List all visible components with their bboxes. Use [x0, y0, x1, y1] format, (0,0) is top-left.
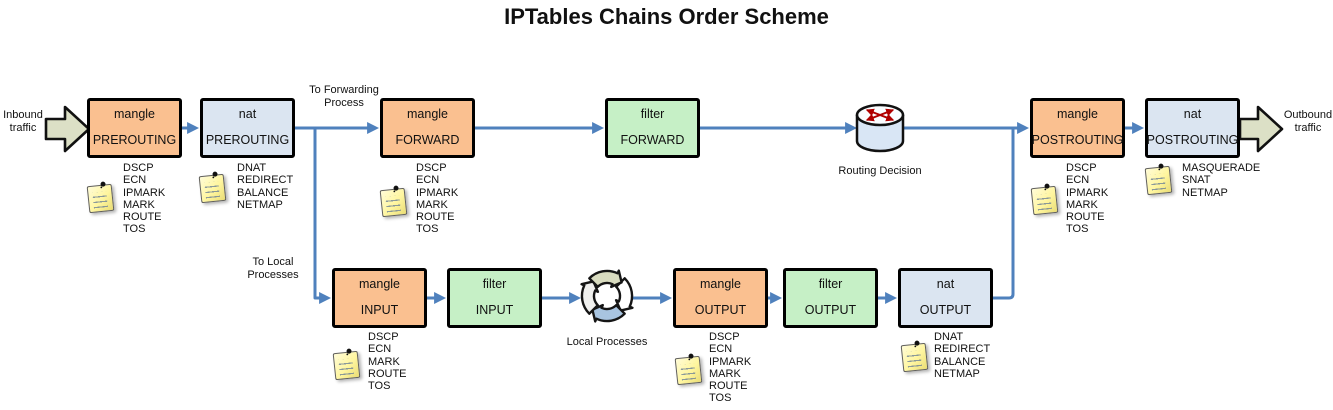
connector-branch-to-local-input	[313, 128, 332, 304]
note-mangle-output-targets: DSCP ECN IPMARK MARK ROUTE TOS	[709, 331, 752, 405]
box-mangle-input: mangle INPUT	[332, 268, 427, 328]
box-table-label: mangle	[359, 277, 400, 291]
sticky-note-icon	[86, 183, 115, 214]
outbound-traffic-label: Outbound traffic	[1283, 109, 1333, 134]
to-local-processes-label: To Local Processes	[247, 256, 299, 281]
box-chain-label: FORWARD	[620, 133, 685, 147]
box-table-label: mangle	[114, 107, 155, 121]
box-table-label: nat	[936, 277, 955, 291]
box-mangle-postrouting: mangle POSTROUTING	[1030, 98, 1125, 158]
inbound-traffic-arrow	[44, 105, 91, 153]
box-mangle-forward: mangle FORWARD	[380, 98, 475, 158]
note-mangle-postrouting-targets: DSCP ECN IPMARK MARK ROUTE TOS	[1066, 162, 1109, 236]
box-chain-label: OUTPUT	[804, 303, 857, 317]
sticky-note-icon	[900, 342, 929, 373]
inbound-traffic-label: Inbound traffic	[3, 109, 43, 134]
routing-decision-label: Routing Decision	[838, 165, 922, 177]
box-table-label: nat	[1183, 107, 1202, 121]
box-table-label: mangle	[407, 107, 448, 121]
box-table-label: filter	[640, 107, 665, 121]
box-mangle-output: mangle OUTPUT	[673, 268, 768, 328]
box-chain-label: OUTPUT	[919, 303, 972, 317]
box-mangle-prerouting: mangle PREROUTING	[87, 98, 182, 158]
box-filter-forward: filter FORWARD	[605, 98, 700, 158]
sticky-note-icon	[379, 187, 408, 218]
box-chain-label: POSTROUTING	[1031, 133, 1124, 147]
outbound-traffic-arrow	[1238, 105, 1284, 153]
box-nat-postrouting: nat POSTROUTING	[1145, 98, 1240, 158]
box-table-label: filter	[482, 277, 507, 291]
to-forwarding-process-label: To Forwarding Process	[309, 84, 379, 109]
sticky-note-icon	[674, 355, 703, 386]
box-chain-label: POSTROUTING	[1146, 133, 1239, 147]
box-filter-output: filter OUTPUT	[783, 268, 878, 328]
note-mangle-input-targets: DSCP ECN MARK ROUTE TOS	[368, 331, 407, 393]
sticky-note-icon	[332, 350, 361, 381]
note-mangle-prerouting-targets: DSCP ECN IPMARK MARK ROUTE TOS	[123, 162, 166, 236]
box-chain-label: INPUT	[475, 303, 514, 317]
box-table-label: mangle	[700, 277, 741, 291]
page-title: IPTables Chains Order Scheme	[504, 4, 829, 29]
sticky-note-icon	[1030, 185, 1059, 216]
note-nat-postrouting-targets: MASQUERADE SNAT NETMAP	[1182, 162, 1261, 199]
box-nat-output: nat OUTPUT	[898, 268, 993, 328]
box-nat-prerouting: nat PREROUTING	[200, 98, 295, 158]
box-chain-label: PREROUTING	[205, 133, 290, 147]
box-filter-input: filter INPUT	[447, 268, 542, 328]
local-processes-label: Local Processes	[566, 336, 648, 348]
note-nat-prerouting-targets: DNAT REDIRECT BALANCE NETMAP	[237, 162, 294, 211]
local-processes-icon	[580, 269, 634, 323]
note-mangle-forward-targets: DSCP ECN IPMARK MARK ROUTE TOS	[416, 162, 459, 236]
sticky-note-icon	[198, 173, 227, 204]
box-table-label: mangle	[1057, 107, 1098, 121]
note-nat-output-targets: DNAT REDIRECT BALANCE NETMAP	[934, 331, 991, 380]
box-table-label: nat	[238, 107, 257, 121]
box-chain-label: INPUT	[360, 303, 399, 317]
router-icon	[855, 103, 905, 153]
connector-nat-output-to-postrouting	[993, 129, 1015, 300]
box-table-label: filter	[818, 277, 843, 291]
box-chain-label: PREROUTING	[92, 133, 177, 147]
box-chain-label: OUTPUT	[694, 303, 747, 317]
box-chain-label: FORWARD	[395, 133, 460, 147]
sticky-note-icon	[1144, 165, 1173, 196]
